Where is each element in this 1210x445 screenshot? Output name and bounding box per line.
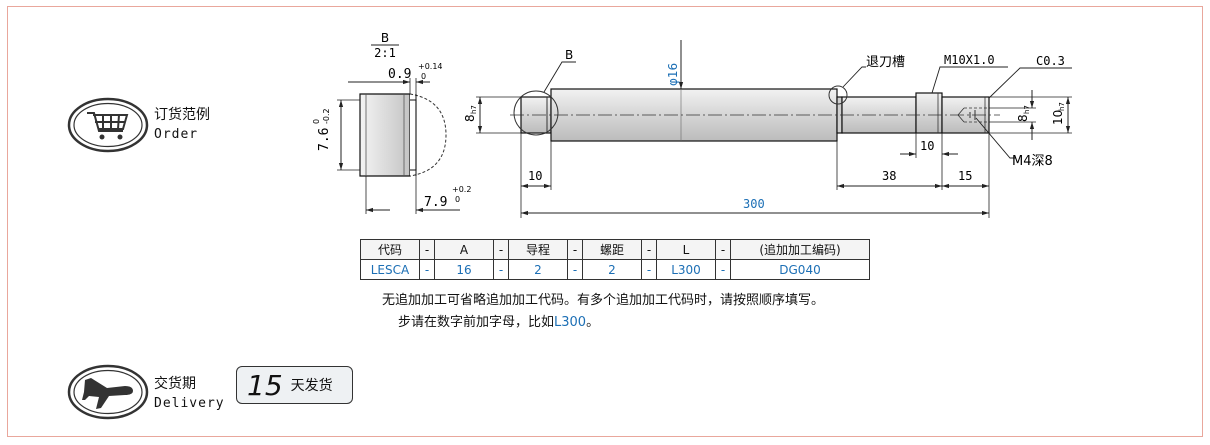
code-separator: -	[493, 259, 509, 280]
code-value-cell: 2	[582, 259, 642, 280]
note-line-1: 无追加加工可省略追加加工代码。有多个追加加工代码时，请按照顺序填写。	[382, 293, 825, 308]
code-table-header-row: 代码 - A - 导程 - 螺距 - L - (追加加工编码)	[360, 239, 870, 260]
detail-ref-b: B	[565, 48, 573, 62]
detail-breakout	[409, 93, 447, 177]
detail-view-b: B 2:1 0.9 +0.14 0 7.6 0 -0.2 7.9	[312, 31, 471, 214]
dim-total-len: 300	[743, 197, 765, 211]
dim-groove-width-tol-low: 0	[421, 72, 426, 81]
page-frame	[7, 6, 1203, 437]
relief-label: 退刀槽	[866, 55, 905, 70]
relief-circle	[828, 85, 848, 105]
dim-groove-dia: 7.6	[317, 128, 332, 151]
dim-left-len: 10	[528, 169, 542, 183]
code-value-cell: LESCA	[360, 259, 420, 280]
code-header-cell: A	[434, 239, 494, 260]
note-line-2-prefix: 步请在数字前加字母，比如	[398, 315, 555, 330]
delivery-badge: 15 天发货	[236, 366, 353, 404]
dim-groove-pos-tol-up: +0.2	[452, 185, 471, 194]
code-separator: -	[715, 239, 731, 260]
code-separator: -	[567, 259, 583, 280]
note-line-2-example: L300	[554, 315, 587, 330]
code-header-cell: 螺距	[582, 239, 642, 260]
code-separator: -	[641, 239, 657, 260]
delivery-unit: 天发货	[290, 378, 333, 394]
code-header-cell: 代码	[360, 239, 420, 260]
dim-thread-len: 10	[920, 139, 934, 153]
thread-label: M10X1.0	[944, 53, 995, 67]
dim-groove-dia-tol-up: 0	[312, 119, 321, 124]
detail-label: B	[381, 31, 389, 45]
dim-end-dia-large: 10	[1051, 110, 1065, 125]
code-separator: -	[567, 239, 583, 260]
delivery-label-cn: 交货期	[154, 376, 196, 392]
note-line-2-suffix: 。	[586, 315, 600, 330]
dim-end-dia-small: 8	[1016, 114, 1030, 122]
detail-circle-b	[513, 90, 559, 136]
order-notes: 无追加加工可省略追加加工代码。有多个追加加工代码时，请按照顺序填写。 步请在数字…	[382, 290, 824, 334]
dim-left-dia: 8	[463, 114, 477, 122]
dim-body-dia: φ16	[666, 63, 680, 86]
code-value-cell: L300	[656, 259, 716, 280]
detail-scale: 2:1	[374, 46, 396, 60]
detail-part-body	[359, 93, 411, 177]
code-value-cell: DG040	[730, 259, 870, 280]
cart-icon	[67, 97, 149, 153]
code-header-cell: (追加加工编码)	[730, 239, 870, 260]
tap-label: M4深8	[1012, 154, 1053, 169]
delivery-days: 15	[247, 368, 283, 402]
dim-end-len: 15	[958, 169, 972, 183]
delivery-label-en: Delivery	[154, 396, 225, 411]
note-line-2: 步请在数字前加字母，比如L300。	[382, 312, 824, 334]
code-separator: -	[419, 259, 435, 280]
dim-groove-width: 0.9	[388, 67, 411, 82]
code-header-cell: 导程	[508, 239, 568, 260]
dim-step-len: 38	[882, 169, 896, 183]
order-label-cn: 订货范例	[154, 107, 210, 123]
code-table-value-row: LESCA - 16 - 2 - 2 - L300 - DG040	[360, 259, 870, 280]
code-separator: -	[419, 239, 435, 260]
main-shaft-view: B 退刀槽 φ16 8 h7 10 300	[463, 40, 1072, 218]
order-label-en: Order	[154, 127, 199, 142]
code-value-cell: 16	[434, 259, 494, 280]
code-value-cell: 2	[508, 259, 568, 280]
code-header-cell: L	[656, 239, 716, 260]
dim-end-dia-large-fit: h7	[1058, 102, 1066, 111]
order-code-table: 代码 - A - 导程 - 螺距 - L - (追加加工编码) LESCA - …	[360, 239, 870, 280]
code-separator: -	[715, 259, 731, 280]
dim-groove-pos: 7.9	[424, 195, 447, 210]
dim-groove-width-tol-up: +0.14	[418, 62, 443, 71]
chamfer-label: C0.3	[1036, 54, 1065, 68]
code-separator: -	[493, 239, 509, 260]
dim-left-dia-fit: h7	[470, 105, 478, 114]
dim-groove-dia-tol-low: -0.2	[322, 108, 331, 124]
dim-end-dia-small-fit: h7	[1023, 105, 1031, 114]
dim-groove-pos-tol-low: 0	[455, 195, 460, 204]
airplane-icon	[67, 364, 149, 420]
code-separator: -	[641, 259, 657, 280]
